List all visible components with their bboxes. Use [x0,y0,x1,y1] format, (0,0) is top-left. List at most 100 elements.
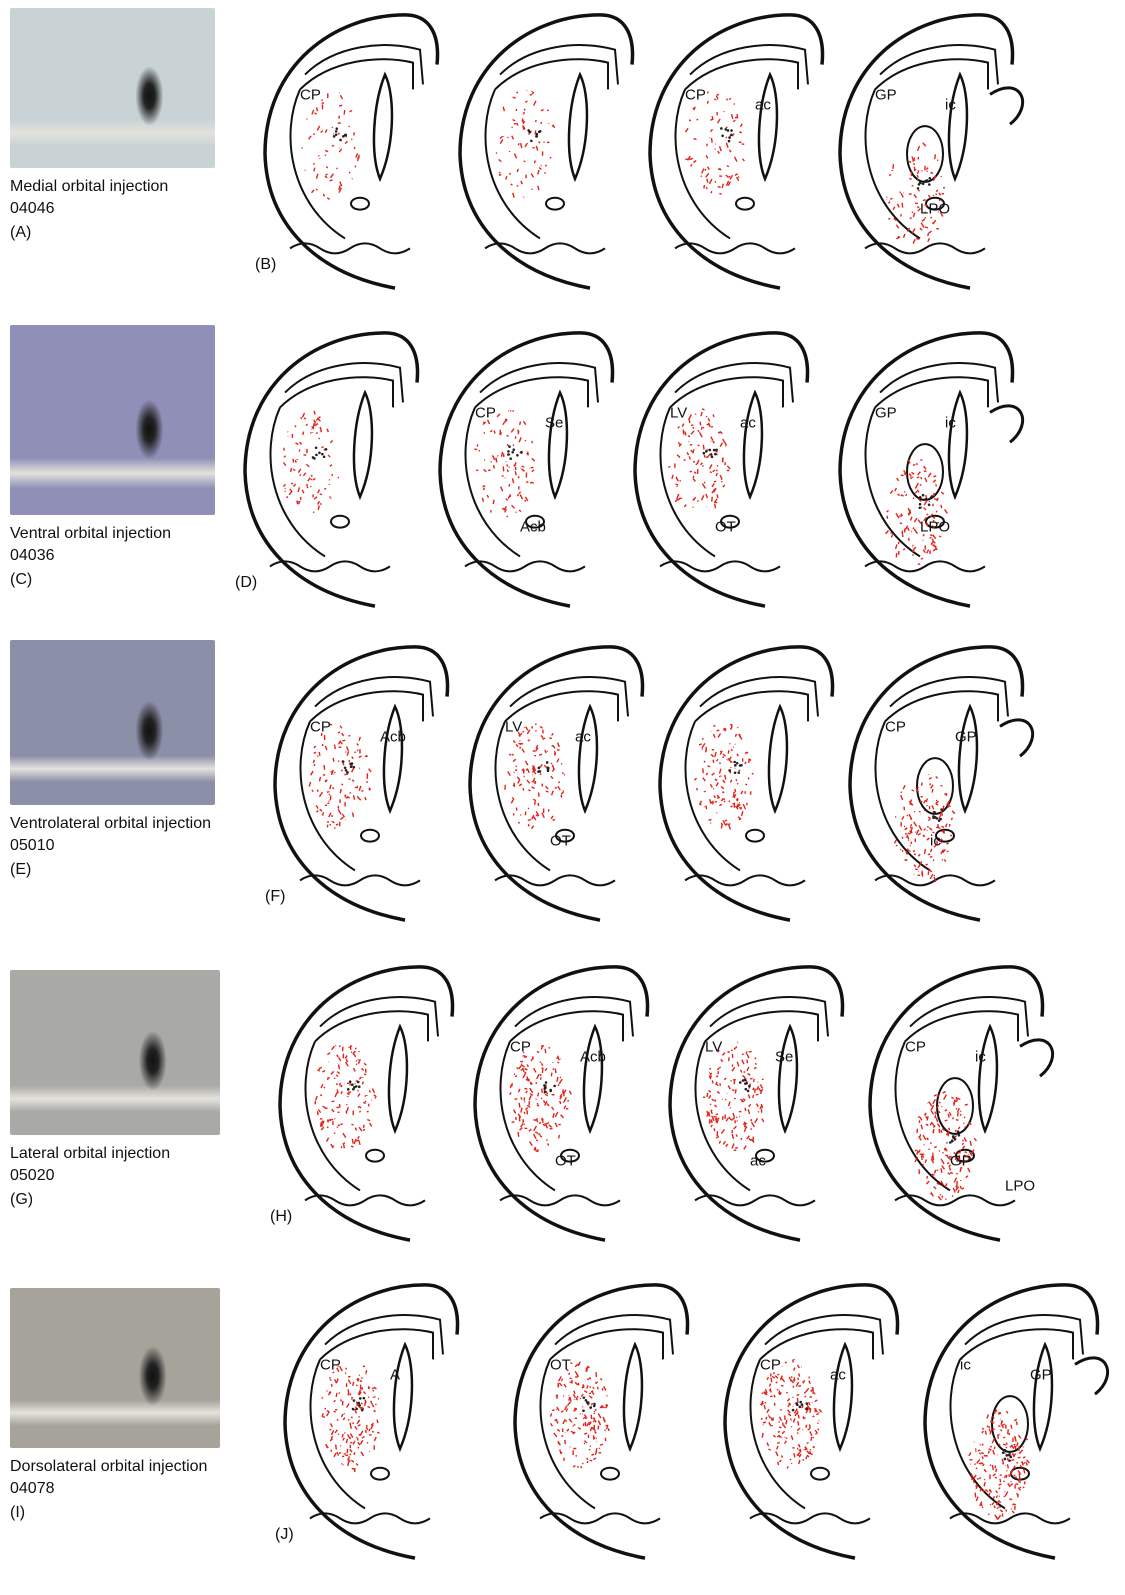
panel-label-sections: (J) [275,1526,294,1544]
cell-body [583,1396,586,1399]
cell-body [792,1409,795,1412]
labeled-fiber [1020,1450,1023,1453]
labeled-fiber [769,1422,771,1426]
lateral-ventricle [834,1345,852,1449]
labeled-fiber [355,1426,358,1429]
labeled-fiber [813,1416,815,1417]
cell-body [806,1402,809,1405]
labeled-fiber [982,1464,984,1466]
labeled-fiber [1005,1491,1008,1496]
labeled-fiber [995,1477,997,1478]
cell-body [585,1399,588,1402]
labeled-fiber [1018,1435,1021,1438]
anterior-commissure [601,1468,619,1480]
labeled-fiber [583,1384,584,1388]
labeled-fiber [598,1414,601,1419]
labeled-fiber [777,1446,778,1449]
labeled-fiber [1006,1475,1007,1478]
anterior-commissure [811,1468,829,1480]
labeled-fiber [600,1379,602,1380]
labeled-fiber [798,1415,799,1419]
brain-section: CPA [285,1285,458,1558]
labeled-fiber [349,1456,350,1458]
labeled-fiber [596,1409,597,1411]
labeled-fiber [362,1436,365,1438]
labeled-fiber [1018,1481,1020,1483]
labeled-fiber [329,1377,330,1378]
labeled-fiber [366,1430,367,1433]
labeled-fiber [998,1515,1001,1519]
labeled-fiber [982,1507,983,1508]
labeled-fiber [770,1384,771,1387]
labeled-fiber [590,1421,591,1424]
labeled-fiber [1002,1421,1003,1424]
labeled-fiber [794,1368,795,1371]
labeled-fiber [761,1418,762,1420]
labeled-fiber [993,1496,994,1498]
labeled-fiber [781,1455,782,1457]
labeled-fiber [809,1402,810,1405]
labeled-fiber [785,1362,787,1363]
labeled-fiber [779,1460,781,1462]
labeled-fiber [353,1442,354,1445]
labeled-fiber [1027,1460,1030,1463]
labeled-fiber [794,1359,795,1360]
labeled-fiber [819,1409,821,1412]
labeled-fiber [797,1455,800,1456]
labeled-fiber [771,1417,772,1420]
labeled-fiber [1024,1463,1025,1464]
labeled-fiber [969,1452,971,1455]
structure-label: A [390,1366,400,1383]
labeled-fiber [812,1387,814,1389]
labeled-fiber [564,1384,566,1387]
labeled-fiber [1014,1475,1016,1476]
labeled-fiber [566,1409,568,1410]
labeled-fiber [344,1414,345,1415]
labeled-fiber [810,1424,811,1428]
labeled-fiber [347,1435,350,1439]
labeled-fiber [351,1460,354,1462]
labeled-fiber [996,1491,997,1493]
labeled-fiber [815,1400,818,1402]
labeled-fiber [337,1378,338,1382]
labeled-fiber [573,1466,575,1467]
labeled-fiber [999,1501,1001,1503]
labeled-fiber [584,1391,587,1393]
labeled-fiber [788,1410,791,1413]
labeled-fiber [595,1432,597,1434]
labeled-fiber [786,1392,787,1393]
labeled-fiber [797,1433,798,1434]
labeled-fiber [798,1386,801,1387]
labeled-fiber [815,1430,817,1433]
globus-pallidus [992,1396,1028,1452]
structure-label: OT [550,1356,571,1373]
cell-body [806,1407,809,1410]
labeled-fiber [374,1387,376,1389]
labeled-fiber [603,1417,604,1421]
corpus-callosum [965,1315,1083,1354]
labeled-fiber [331,1384,332,1387]
labeled-fiber [341,1399,342,1401]
labeled-fiber [569,1397,570,1401]
labeled-fiber [990,1465,991,1466]
labeled-fiber [767,1377,768,1380]
labeled-fiber [799,1460,800,1464]
labeled-fiber [369,1429,370,1431]
labeled-fiber [573,1426,574,1427]
labeled-fiber [982,1456,983,1459]
labeled-fiber [798,1421,799,1425]
labeled-fiber [1000,1510,1003,1512]
labeled-fiber [587,1379,589,1380]
cell-body [352,1408,355,1411]
labeled-fiber [587,1366,588,1370]
labeled-fiber [361,1452,364,1456]
labeled-fiber [990,1504,991,1505]
labeled-fiber [797,1448,798,1449]
labeled-fiber [771,1378,772,1383]
labeled-fiber [794,1418,795,1422]
labeled-fiber [779,1417,781,1421]
labeled-fiber [975,1449,976,1450]
labeled-fiber [977,1459,980,1463]
labeled-fiber [377,1432,379,1433]
labeled-fiber [990,1446,991,1447]
